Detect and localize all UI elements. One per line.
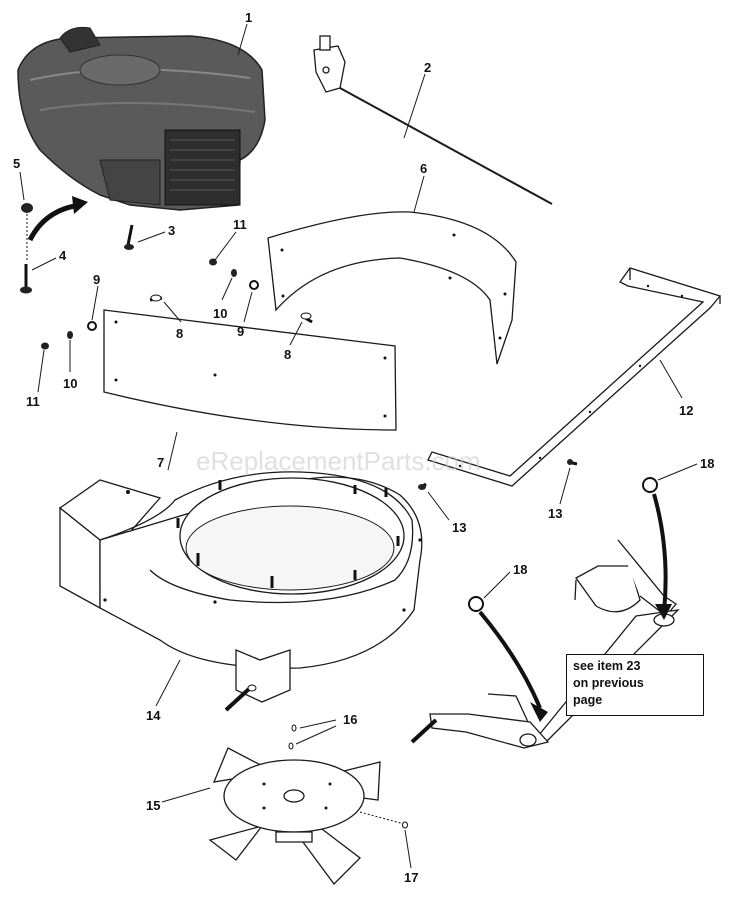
callout-4: 4 — [59, 248, 67, 263]
callout-16: 16 — [343, 712, 357, 727]
impeller-part — [208, 747, 408, 885]
callout-2: 2 — [424, 60, 431, 75]
callout-17: 17 — [404, 870, 418, 885]
callout-11-right: 11 — [233, 217, 247, 232]
blower-housing-part — [58, 471, 423, 712]
callout-18-left: 18 — [513, 562, 527, 577]
lower-shield-part — [103, 309, 397, 431]
bracket-part — [427, 267, 722, 487]
engine-part — [17, 27, 266, 211]
hardware-parts — [20, 203, 578, 490]
callout-13-right: 13 — [548, 506, 562, 521]
watermark-text: eReplacementParts.com — [196, 446, 481, 476]
callout-9-left: 9 — [93, 272, 100, 287]
note-line-2: on previous — [573, 676, 644, 690]
callout-7: 7 — [157, 455, 164, 470]
upper-shield-part — [267, 211, 517, 365]
callout-13-left: 13 — [452, 520, 466, 535]
callout-11-left: 11 — [26, 394, 40, 409]
callout-8-left: 8 — [176, 326, 183, 341]
callout-6: 6 — [420, 161, 427, 176]
leader-lines — [19, 23, 698, 869]
callout-10-right: 10 — [213, 306, 227, 321]
callout-9-right: 9 — [237, 324, 244, 339]
callout-8-right: 8 — [284, 347, 291, 362]
callout-12: 12 — [679, 403, 693, 418]
note-line-1: see item 23 — [573, 659, 641, 673]
see-item-note: see item 23 on previous page — [566, 654, 704, 716]
callout-14: 14 — [146, 708, 161, 723]
throttle-cable-part — [313, 35, 553, 205]
note-line-3: page — [573, 693, 603, 707]
callout-labels: 1 2 3 4 5 6 7 8 8 9 9 10 10 11 11 12 13 … — [13, 10, 714, 885]
callout-15: 15 — [146, 798, 160, 813]
callout-5: 5 — [13, 156, 20, 171]
callout-3: 3 — [168, 223, 175, 238]
callout-1: 1 — [245, 10, 252, 25]
callout-10-left: 10 — [63, 376, 77, 391]
callout-18-right: 18 — [700, 456, 714, 471]
